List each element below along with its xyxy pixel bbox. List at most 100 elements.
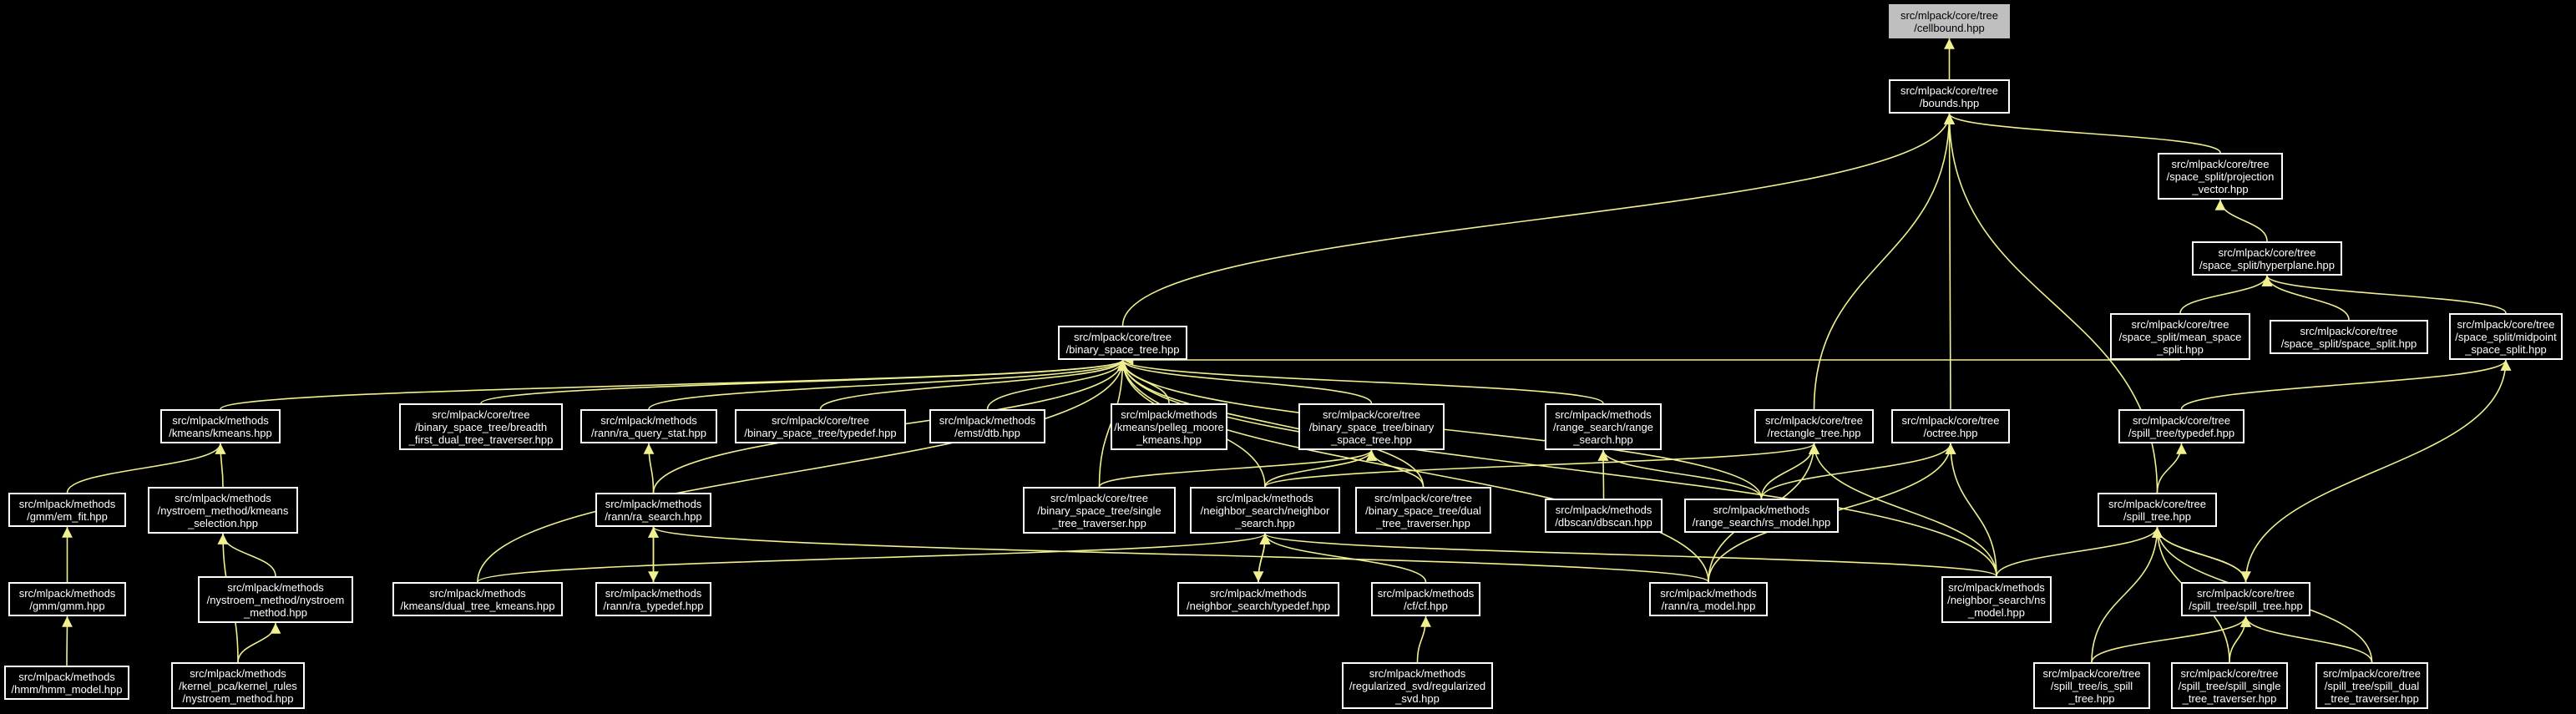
edge-hmm-to-gmm (62, 615, 73, 666)
node-label-line: src/mlpack/core/tree (432, 408, 530, 421)
node-spill-dual-traverser[interactable]: src/mlpack/core/tree/spill_tree/spill_du… (2315, 662, 2428, 709)
node-space-split[interactable]: src/mlpack/core/tree/space_split/space_s… (2270, 320, 2428, 354)
node-spill-tree-spill-tree[interactable]: src/mlpack/core/tree/spill_tree/spill_tr… (2181, 582, 2310, 616)
node-kernel-rules-nystroem[interactable]: src/mlpack/methods/kernel_pca/kernel_rul… (171, 662, 305, 709)
node-label-line: src/mlpack/methods (18, 497, 116, 510)
node-is-spill-tree[interactable]: src/mlpack/core/tree/spill_tree/is_spill… (2033, 662, 2150, 709)
edge-rsmodel-to-octree (1760, 443, 1956, 499)
node-pelleg-moore-kmeans[interactable]: src/mlpack/methods/kmeans/pelleg_moore_k… (1111, 403, 1227, 450)
node-ns-model[interactable]: src/mlpack/methods/neighbor_search/ns_mo… (1941, 576, 2052, 623)
edge-midpoint-to-hyperplane (2261, 275, 2507, 314)
node-label-line: src/mlpack/core/tree (2457, 317, 2555, 331)
edge-rsmodel-to-rangesearch (1597, 449, 1763, 499)
edge-rangesearch-to-bst (1117, 359, 1604, 404)
node-neighbor-search[interactable]: src/mlpack/methods/neighbor_search/neigh… (1190, 487, 1340, 534)
node-dtb[interactable]: src/mlpack/methods/emst/dtb.hpp (929, 409, 1045, 443)
node-label-line: /kmeans/dual_tree_kmeans.hpp (400, 599, 555, 612)
node-midpoint-space-split[interactable]: src/mlpack/core/tree/space_split/midpoin… (2449, 313, 2563, 360)
node-ra-search[interactable]: src/mlpack/methods/rann/ra_search.hpp (595, 493, 711, 527)
node-label-line: /binary_space_tree/breadth (414, 420, 548, 433)
node-cf[interactable]: src/mlpack/methods/cf/cf.hpp (1371, 582, 1480, 616)
node-label-line: src/mlpack/core/tree (2171, 157, 2270, 170)
edge-dbscan-to-rangesearch (1597, 449, 1609, 499)
node-bst-typedef[interactable]: src/mlpack/core/tree/binary_space_tree/t… (735, 409, 906, 443)
node-rectangle-tree[interactable]: src/mlpack/core/tree/rectangle_tree.hpp (1754, 409, 1874, 443)
node-label-line: _space_split.hpp (2465, 342, 2547, 356)
edge-nsearch-to-nstypedef (1253, 533, 1266, 583)
node-label-line: _first_dual_tree_traverser.hpp (408, 433, 554, 446)
node-label-line: src/mlpack/methods (1217, 491, 1313, 504)
edge-spilltree-to-spilltypedef (2156, 443, 2187, 494)
node-label-line: _search.hpp (1235, 516, 1295, 529)
edge-emfit-to-kmeans (66, 443, 226, 494)
node-bounds[interactable]: src/mlpack/core/tree/bounds.hpp (1889, 79, 2010, 114)
node-range-search[interactable]: src/mlpack/methods/range_search/range_se… (1545, 403, 1662, 450)
node-regularized-svd[interactable]: src/mlpack/methods/regularized_svd/regul… (1342, 662, 1493, 709)
node-label-line: src/mlpack/core/tree (2196, 586, 2295, 600)
node-label-line: src/mlpack/methods (1660, 586, 1757, 600)
node-rs-model[interactable]: src/mlpack/methods/range_search/rs_model… (1684, 499, 1839, 533)
node-spill-single-traverser[interactable]: src/mlpack/core/tree/spill_tree/spill_si… (2171, 662, 2288, 709)
edge-dual-to-bst (1117, 359, 1425, 488)
node-label-line: src/mlpack/core/tree (2300, 324, 2398, 337)
node-gmm[interactable]: src/mlpack/methods/gmm/gmm.hpp (8, 582, 126, 616)
node-label-line: /rann/ra_search.hpp (605, 509, 702, 523)
node-label-line: /spill_tree/spill_single (2178, 679, 2281, 692)
edge-svd-to-cf (1416, 615, 1431, 663)
edge-projection-to-bounds (1944, 113, 2221, 154)
node-label-line: src/mlpack/methods (18, 586, 116, 600)
node-label-line: /binary_space_tree/typedef.hpp (744, 426, 897, 439)
node-label-line: _split.hpp (2157, 342, 2204, 356)
node-neighbor-search-typedef[interactable]: src/mlpack/methods/neighbor_search/typed… (1177, 582, 1339, 616)
node-spill-tree-typedef[interactable]: src/mlpack/core/tree/spill_tree/typedef.… (2118, 409, 2245, 443)
node-label-line: src/mlpack/methods (1713, 503, 1810, 516)
node-hmm-model[interactable]: src/mlpack/methods/hmm/hmm_model.hpp (4, 666, 129, 700)
edge-spilltree-to-spilltreehpp (2156, 526, 2251, 583)
node-label-line: /space_split/midpoint (2455, 330, 2557, 343)
node-label-line: src/mlpack/core/tree (1900, 84, 1999, 97)
edge-raquery-to-bst (648, 359, 1128, 410)
node-label-line: src/mlpack/core/tree (1900, 8, 1999, 22)
node-ra-query-stat[interactable]: src/mlpack/methods/rann/ra_query_stat.hp… (580, 409, 717, 443)
node-label-line: /rectangle_tree.hpp (1767, 426, 1861, 439)
node-dual-tree-kmeans[interactable]: src/mlpack/methods/kmeans/dual_tree_kmea… (392, 582, 563, 616)
node-dbscan[interactable]: src/mlpack/methods/dbscan/dbscan.hpp (1545, 499, 1663, 533)
node-label-line: /rann/ra_model.hpp (1661, 599, 1756, 612)
node-breadth-first-traverser[interactable]: src/mlpack/core/tree/binary_space_tree/b… (399, 403, 563, 450)
node-label-line: /spill_tree/is_spill (2050, 679, 2133, 692)
node-mean-space-split[interactable]: src/mlpack/core/tree/space_split/mean_sp… (2110, 313, 2250, 360)
node-binary-space-tree[interactable]: src/mlpack/core/tree/binary_space_tree.h… (1058, 326, 1187, 360)
node-dual-tree-traverser[interactable]: src/mlpack/core/tree/binary_space_tree/d… (1355, 487, 1491, 534)
node-nystroem-kmeans-selection[interactable]: src/mlpack/methods/nystroem_method/kmean… (148, 487, 298, 534)
node-nystroem-method[interactable]: src/mlpack/methods/nystroem_method/nystr… (198, 576, 353, 623)
node-em-fit[interactable]: src/mlpack/methods/gmm/em_fit.hpp (8, 493, 126, 527)
node-bst-binary-space-tree[interactable]: src/mlpack/core/tree/binary_space_tree/b… (1298, 403, 1445, 450)
node-ra-model[interactable]: src/mlpack/methods/rann/ra_model.hpp (1649, 582, 1768, 616)
node-octree[interactable]: src/mlpack/core/tree/octree.hpp (1891, 409, 2010, 443)
node-label-line: /cellbound.hpp (1914, 21, 1985, 34)
node-label-line: /space_split/mean_space (2118, 330, 2242, 343)
node-label-line: _tree_traverser.hpp (1376, 516, 1470, 529)
node-kmeans[interactable]: src/mlpack/methods/kmeans/kmeans.hpp (160, 409, 281, 443)
edge-meanspace-to-hyperplane (2179, 275, 2273, 314)
node-hyperplane[interactable]: src/mlpack/core/tree/space_split/hyperpl… (2192, 241, 2342, 276)
edge-spilldual-to-spilltreehpp (2240, 615, 2373, 663)
node-label-line: /gmm/gmm.hpp (29, 599, 105, 612)
node-label-line: _search.hpp (1573, 433, 1633, 446)
node-label-line: /space_split/hyperplane.hpp (2199, 258, 2335, 271)
node-projection-vector[interactable]: src/mlpack/core/tree/space_split/project… (2158, 153, 2283, 200)
node-label-line: /binary_space_tree/binary (1308, 420, 1435, 433)
edge-hyperplane-to-projection (2214, 199, 2268, 242)
node-label-line: src/mlpack/core/tree (1374, 491, 1473, 504)
node-cellbound[interactable]: src/mlpack/core/tree/cellbound.hpp (1889, 4, 2010, 38)
edge-dualkmeans-to-bst (477, 359, 1128, 583)
node-label-line: /kmeans/kmeans.hpp (169, 426, 272, 439)
node-single-tree-traverser[interactable]: src/mlpack/core/tree/binary_space_tree/s… (1023, 487, 1176, 534)
node-label-line: src/mlpack/core/tree (2108, 497, 2207, 510)
node-label-line: src/mlpack/core/tree (2322, 666, 2422, 680)
node-label-line: src/mlpack/methods (605, 586, 702, 600)
node-spill-tree[interactable]: src/mlpack/core/tree/spill_tree.hpp (2098, 493, 2217, 527)
node-ra-typedef[interactable]: src/mlpack/methods/rann/ra_typedef.hpp (595, 582, 711, 616)
node-label-line: /gmm/em_fit.hpp (27, 509, 108, 523)
